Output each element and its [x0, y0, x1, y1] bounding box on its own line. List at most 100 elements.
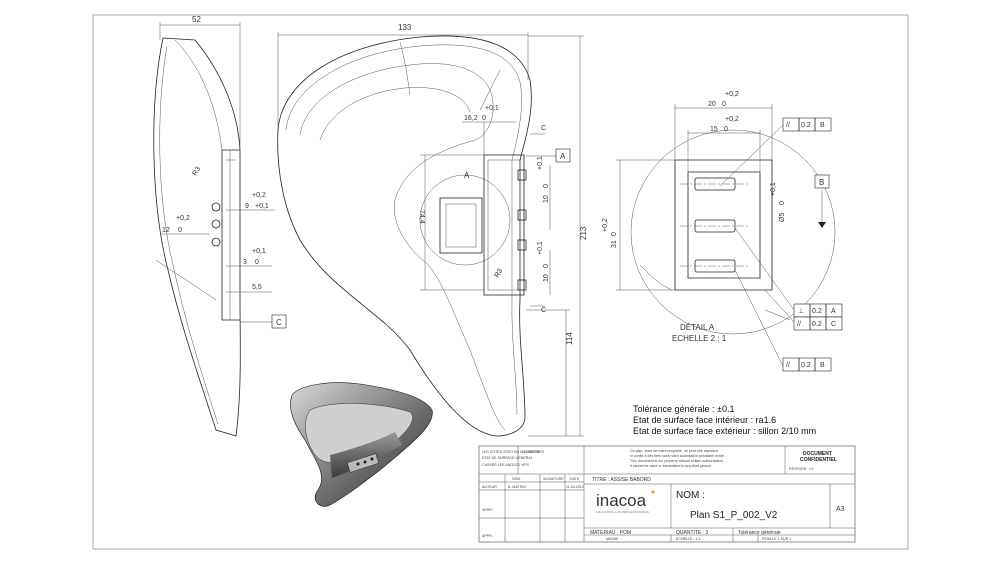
dim-31-tol-bottom: 0 [611, 232, 618, 236]
dim-16-tol: +0,1 [485, 105, 499, 112]
dim-74-4: 74,4 [418, 210, 425, 224]
dim-3: 3 [243, 259, 247, 266]
gdt-4-symbol: // [786, 362, 790, 369]
side-view: 52 R3 +0,2 9 +0,1 +0,2 12 0 +0,1 3 0 5,5… [153, 15, 287, 437]
tb-col-signature: SIGNATURE [543, 477, 564, 481]
tb-col-nom: NOM [512, 477, 520, 481]
gdt-1-symbol: // [786, 122, 790, 129]
tb-date: 11.04.2012 [566, 485, 584, 489]
dim-16-2: 16,2 [464, 115, 478, 122]
tb-finition: FINITION [524, 450, 540, 454]
tb-confidential-en2: it cannot be used or transmitted to any … [630, 464, 712, 468]
note-surface-exterior: Etat de surface face extérieur : sillon … [633, 426, 816, 436]
dim-10-b: 10 [543, 274, 550, 282]
dim-52: 52 [192, 15, 201, 24]
dim-9: 9 [245, 203, 249, 210]
dim-3-tol: +0,1 [252, 248, 266, 255]
dim-r3-side: R3 [192, 166, 203, 177]
gdt-frame-4: // 0.2 B [782, 357, 832, 372]
note-surface-interior: Etat de surface face intérieur : ra1.6 [633, 415, 776, 425]
dim-12-tol: +0,2 [176, 215, 190, 222]
gdt-2-symbol: ⊥ [798, 308, 804, 315]
dim-31-tol: +0,2 [602, 218, 609, 232]
brand-tagline: FOLLOWING A 3S PROCESS DESIGN [596, 510, 649, 514]
dim-5-5: 5,5 [252, 284, 262, 291]
gdt-4-value: 0.2 [801, 362, 811, 369]
gdt-3-value: 0.2 [812, 321, 822, 328]
sheet-border [92, 14, 909, 550]
tb-doc-type2: CONFIDENTIEL [800, 457, 837, 463]
section-c-top: C [541, 125, 546, 132]
tb-confidential-fr: Ce plan, étant de notre propriété, ne pe… [630, 449, 718, 453]
brand-logo-dot [651, 490, 655, 494]
dim-9-tol-bottom: +0,1 [255, 203, 269, 210]
gdt-2-value: 0.2 [812, 308, 822, 315]
tb-revision: REVISION : V2 [789, 467, 814, 471]
gdt-frame-1: // 0.2 B [782, 117, 832, 132]
gdt-1-ref: B [820, 122, 825, 129]
dim-15: 15 [710, 126, 718, 133]
dim-12-tol-bottom: 0 [178, 227, 182, 234]
dim-12: 12 [162, 227, 170, 234]
gdt-3-symbol: // [797, 321, 801, 328]
section-a-label: A [464, 171, 470, 180]
detail-scale: ECHELLE 2 : 1 [672, 334, 727, 343]
tb-materiau: MATERIAU : POM [590, 530, 631, 536]
dim-213: 213 [579, 226, 588, 240]
tb-author: B. MATRAY [508, 485, 527, 489]
section-c-bottom: C [541, 307, 546, 314]
tb-col-date: DATE [570, 477, 580, 481]
detail-title: DÉTAIL A [680, 323, 715, 332]
dim-31: 31 [611, 240, 618, 248]
datum-a-front: A [560, 152, 566, 161]
tb-note-surface: ETAT DE SURFACE GENERAL [482, 456, 533, 460]
dim-10-a-tol-bottom: 0 [543, 184, 550, 188]
dim-5-tol-bottom: 0 [779, 201, 786, 205]
dim-20: 20 [708, 101, 716, 108]
gdt-frame-3: // 0.2 C [793, 316, 843, 331]
tb-format: A3 [836, 506, 845, 513]
tb-row-appr: APPR. [482, 534, 493, 538]
note-tolerance: Tolérance générale : ±0.1 [633, 404, 735, 414]
tb-note-angles: CASSER LES ANGLES VIFS [482, 463, 530, 467]
dim-3-tol-bottom: 0 [255, 259, 259, 266]
dim-r3-front: R3 [494, 268, 505, 279]
dim-10-a-tol: +0,1 [537, 156, 544, 170]
tb-nom-label: NOM : [676, 490, 705, 501]
general-notes: Tolérance générale : ±0.1 Etat de surfac… [633, 404, 816, 436]
dim-10-b-tol-bottom: 0 [543, 264, 550, 268]
tb-masse: MASSE : [606, 537, 621, 541]
gdt-3-ref: C [831, 321, 836, 328]
gdt-4-ref: B [820, 362, 825, 369]
dim-10-a: 10 [543, 195, 550, 203]
tb-confidential-en: This document is our property without wr… [630, 459, 723, 463]
dim-9-tol-top: +0,2 [252, 192, 266, 199]
tb-doc-type: DOCUMENT [803, 451, 832, 457]
tb-echelle: ECHELLE : 1:1 [676, 537, 700, 541]
dim-20-tol: +0,2 [725, 91, 739, 98]
gdt-frame-2: ⊥ 0.2 A [793, 303, 843, 318]
gdt-1-value: 0.2 [801, 122, 811, 129]
dim-15-tol: +0,2 [725, 116, 739, 123]
dim-114: 114 [565, 332, 574, 345]
dim-133: 133 [398, 23, 412, 32]
dim-dia5: Ø5 [779, 213, 786, 222]
datum-b: B [819, 178, 824, 187]
tb-row-auteur: AUTEUR [482, 485, 497, 489]
gdt-2-ref: A [831, 308, 836, 315]
tb-feuille: FEUILLE 1 SUR 1 [762, 537, 791, 541]
tb-nom-value: Plan S1_P_002_V2 [690, 510, 778, 521]
dim-20-tol-bottom: 0 [722, 101, 726, 108]
dim-15-tol-bottom: 0 [724, 126, 728, 133]
tb-quantite: QUANTITE : 3 [676, 530, 708, 536]
tb-tolerance: Tolérance générale [738, 530, 781, 536]
tb-confidential-fr2: ni confié à des tiers sans notre autoris… [630, 454, 725, 458]
tb-titre: TITRE : ASSISE BABORD [592, 477, 651, 483]
front-view: A 133 +0,1 16,2 0 74,4 R3 +0,1 10 0 +0,1… [277, 23, 588, 437]
brand-logo: inacoa [596, 491, 647, 510]
dim-16-tol-bottom: 0 [482, 115, 486, 122]
dim-10-b-tol: +0,1 [537, 241, 544, 255]
detail-a-view: +0,2 20 0 +0,2 15 0 +0,2 31 0 +0,1 Ø5 0 … [602, 91, 843, 372]
dim-5-tol: +0,1 [770, 182, 777, 196]
